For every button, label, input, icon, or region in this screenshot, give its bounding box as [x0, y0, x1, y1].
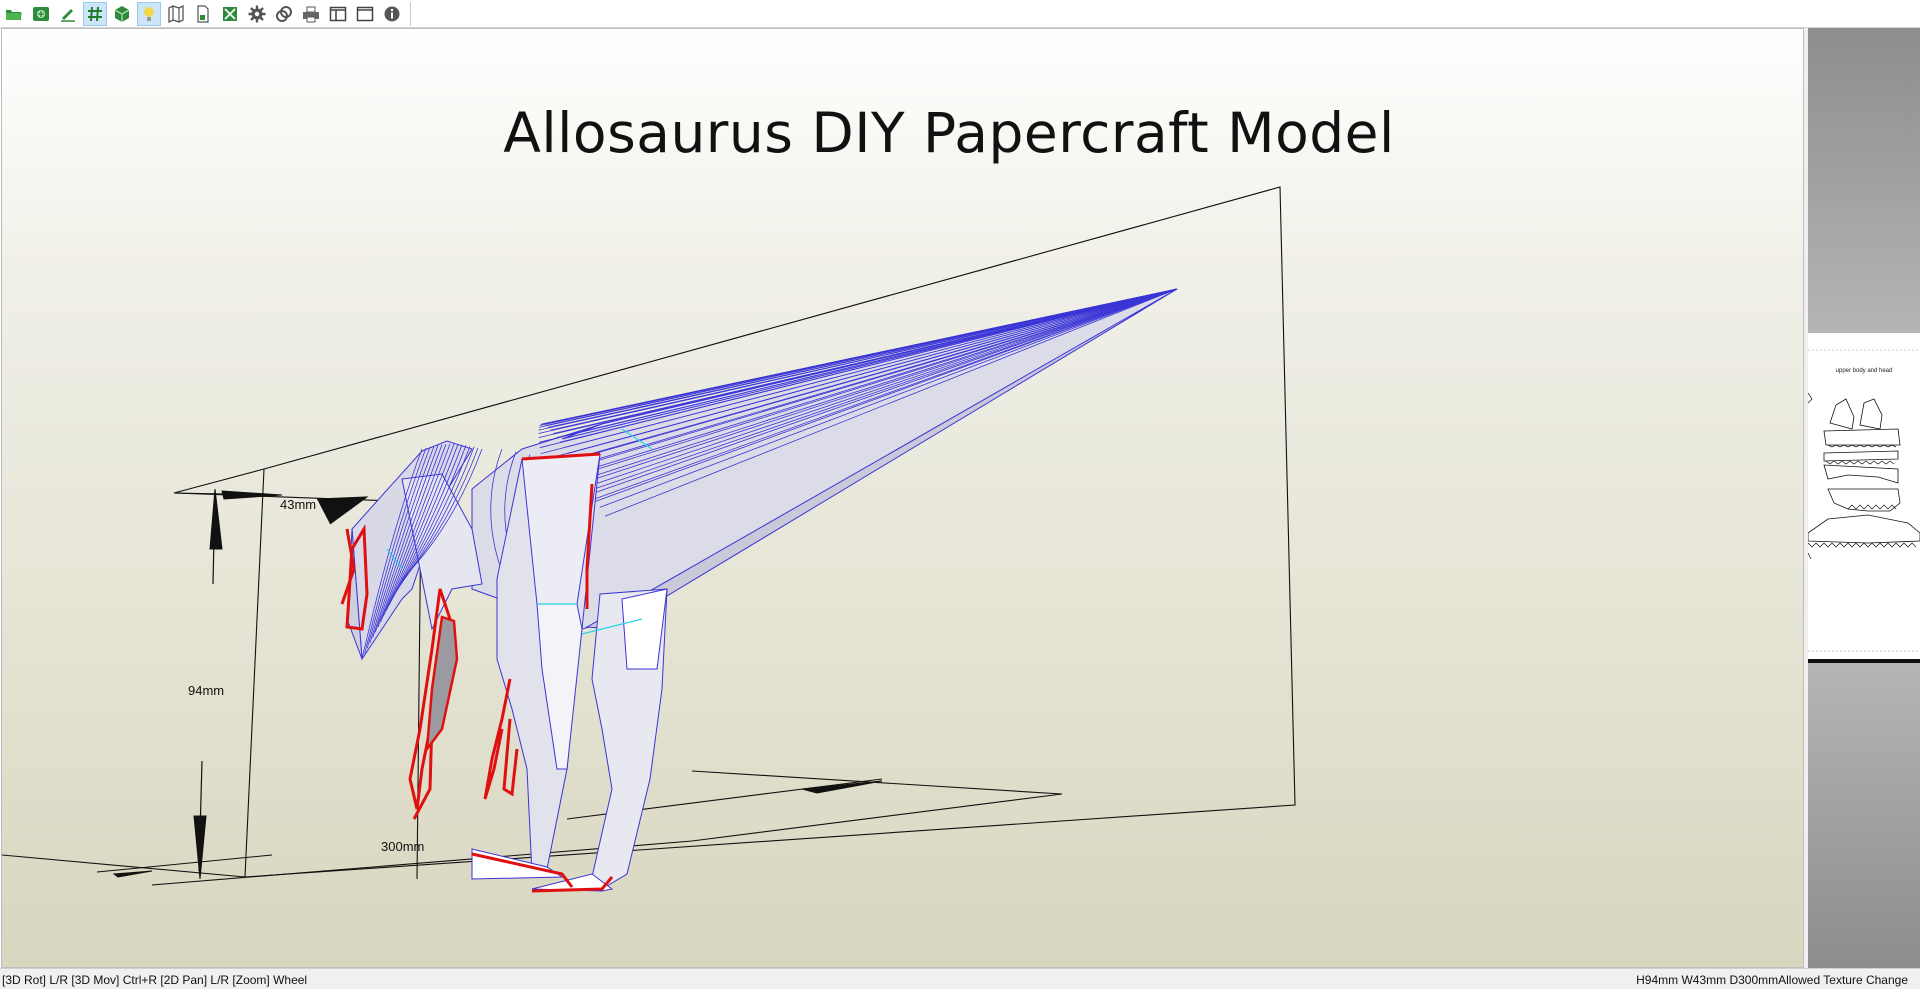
- print-button[interactable]: [299, 2, 323, 26]
- 3d-model-scene: [2, 186, 1296, 893]
- link-icon: [276, 6, 292, 22]
- page-icon: [197, 5, 209, 23]
- split-view-button[interactable]: [326, 2, 350, 26]
- link-button[interactable]: [272, 2, 296, 26]
- fold-lines-button[interactable]: [164, 2, 188, 26]
- page-button[interactable]: [191, 2, 215, 26]
- grid-number-icon: [88, 6, 102, 22]
- status-dimensions: H94mm W43mm D300mmAllowed Texture Change: [1636, 973, 1908, 987]
- dinosaur-hind-leg: [471, 453, 601, 880]
- model-title: Allosaurus DIY Papercraft Model: [503, 101, 1395, 165]
- height-dimension-label: 94mm: [188, 683, 225, 698]
- settings-gear-icon: [248, 5, 266, 23]
- settings-button[interactable]: [245, 2, 269, 26]
- info-button[interactable]: [380, 2, 404, 26]
- scale-fit-button[interactable]: [218, 2, 242, 26]
- edit-pen-icon: [61, 9, 75, 22]
- depth-dimension-label: 300mm: [381, 839, 425, 854]
- 3d-model-button[interactable]: [110, 2, 134, 26]
- pattern-pieces: [1808, 349, 1920, 652]
- window-button[interactable]: [353, 2, 377, 26]
- 3d-viewport[interactable]: Allosaurus DIY Papercraft Model: [1, 28, 1804, 968]
- fold-lines-icon: [168, 5, 184, 23]
- edit-button[interactable]: [56, 2, 80, 26]
- depth-dimension-arrow: [801, 780, 883, 794]
- height-dimension-arrow: [96, 488, 283, 880]
- panel-splitter[interactable]: [1804, 28, 1808, 968]
- toolbar: [0, 0, 1920, 28]
- status-controls-hint: [3D Rot] L/R [3D Mov] Ctrl+R [2D Pan] L/…: [2, 973, 308, 987]
- width-dimension-label: 43mm: [280, 497, 317, 512]
- print-icon: [303, 6, 319, 23]
- lighting-button[interactable]: [137, 2, 161, 26]
- dark-neck-face: [425, 615, 459, 754]
- open-file-icon: [6, 10, 22, 20]
- dinosaur-front-leg: [531, 588, 668, 892]
- unfold-button[interactable]: [29, 2, 53, 26]
- info-icon: [384, 6, 400, 22]
- dinosaur-body: [471, 288, 1178, 630]
- toolbar-button-group: [2, 2, 411, 26]
- 3d-cube-icon: [114, 6, 130, 22]
- window-icon: [356, 6, 374, 22]
- split-view-icon: [329, 6, 347, 22]
- grid-number-button[interactable]: [83, 2, 107, 26]
- pattern-page[interactable]: upper body and head: [1808, 333, 1920, 663]
- status-bar: [3D Rot] L/R [3D Mov] Ctrl+R [2D Pan] L/…: [0, 968, 1920, 989]
- head-mesh-lines: [361, 443, 483, 660]
- width-dimension-arrow: [316, 496, 369, 525]
- seam-lines: [386, 428, 653, 635]
- page-label: upper body and head: [1835, 368, 1893, 374]
- scale-fit-icon: [223, 7, 237, 21]
- lightbulb-icon: [144, 7, 154, 21]
- 2d-pattern-panel[interactable]: upper body and head: [1808, 28, 1920, 968]
- unfold-icon: [33, 7, 49, 21]
- open-file-button[interactable]: [2, 2, 26, 26]
